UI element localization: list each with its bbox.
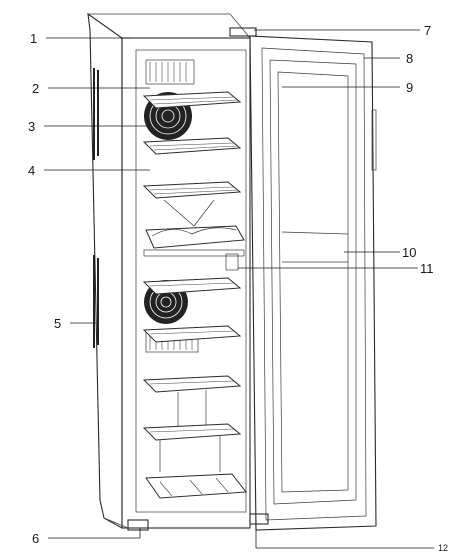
callout-11: 11 — [420, 261, 434, 276]
leader-lines — [44, 29, 434, 549]
callout-8: 8 — [406, 51, 413, 66]
shelf-6 — [142, 325, 242, 343]
floor-rack — [145, 473, 247, 499]
callout-1: 1 — [30, 31, 37, 46]
wire-shelves — [142, 91, 247, 499]
callout-3: 3 — [28, 119, 35, 134]
callout-2: 2 — [32, 81, 39, 96]
side-vents — [93, 68, 99, 348]
callout-7: 7 — [424, 23, 431, 38]
cabinet-body — [87, 12, 251, 531]
upper-evaporator — [145, 59, 195, 85]
control-switch — [225, 253, 239, 271]
shelf-1 — [142, 91, 242, 109]
bottle-rack — [145, 199, 245, 249]
callout-5: 5 — [54, 316, 61, 331]
shelf-2 — [142, 137, 242, 155]
shelf-5 — [142, 277, 242, 295]
callout-6: 6 — [32, 531, 39, 546]
glass-door — [229, 27, 377, 531]
callout-10: 10 — [402, 245, 416, 260]
callout-labels: 1 2 3 4 5 6 7 8 9 10 11 12 — [28, 23, 448, 553]
callout-9: 9 — [406, 80, 413, 95]
shelf-7 — [142, 375, 242, 430]
callout-12: 12 — [438, 543, 448, 553]
shelf-8 — [142, 423, 242, 472]
callout-4: 4 — [28, 163, 35, 178]
divider-shelf — [143, 249, 245, 257]
shelf-3 — [142, 181, 242, 199]
